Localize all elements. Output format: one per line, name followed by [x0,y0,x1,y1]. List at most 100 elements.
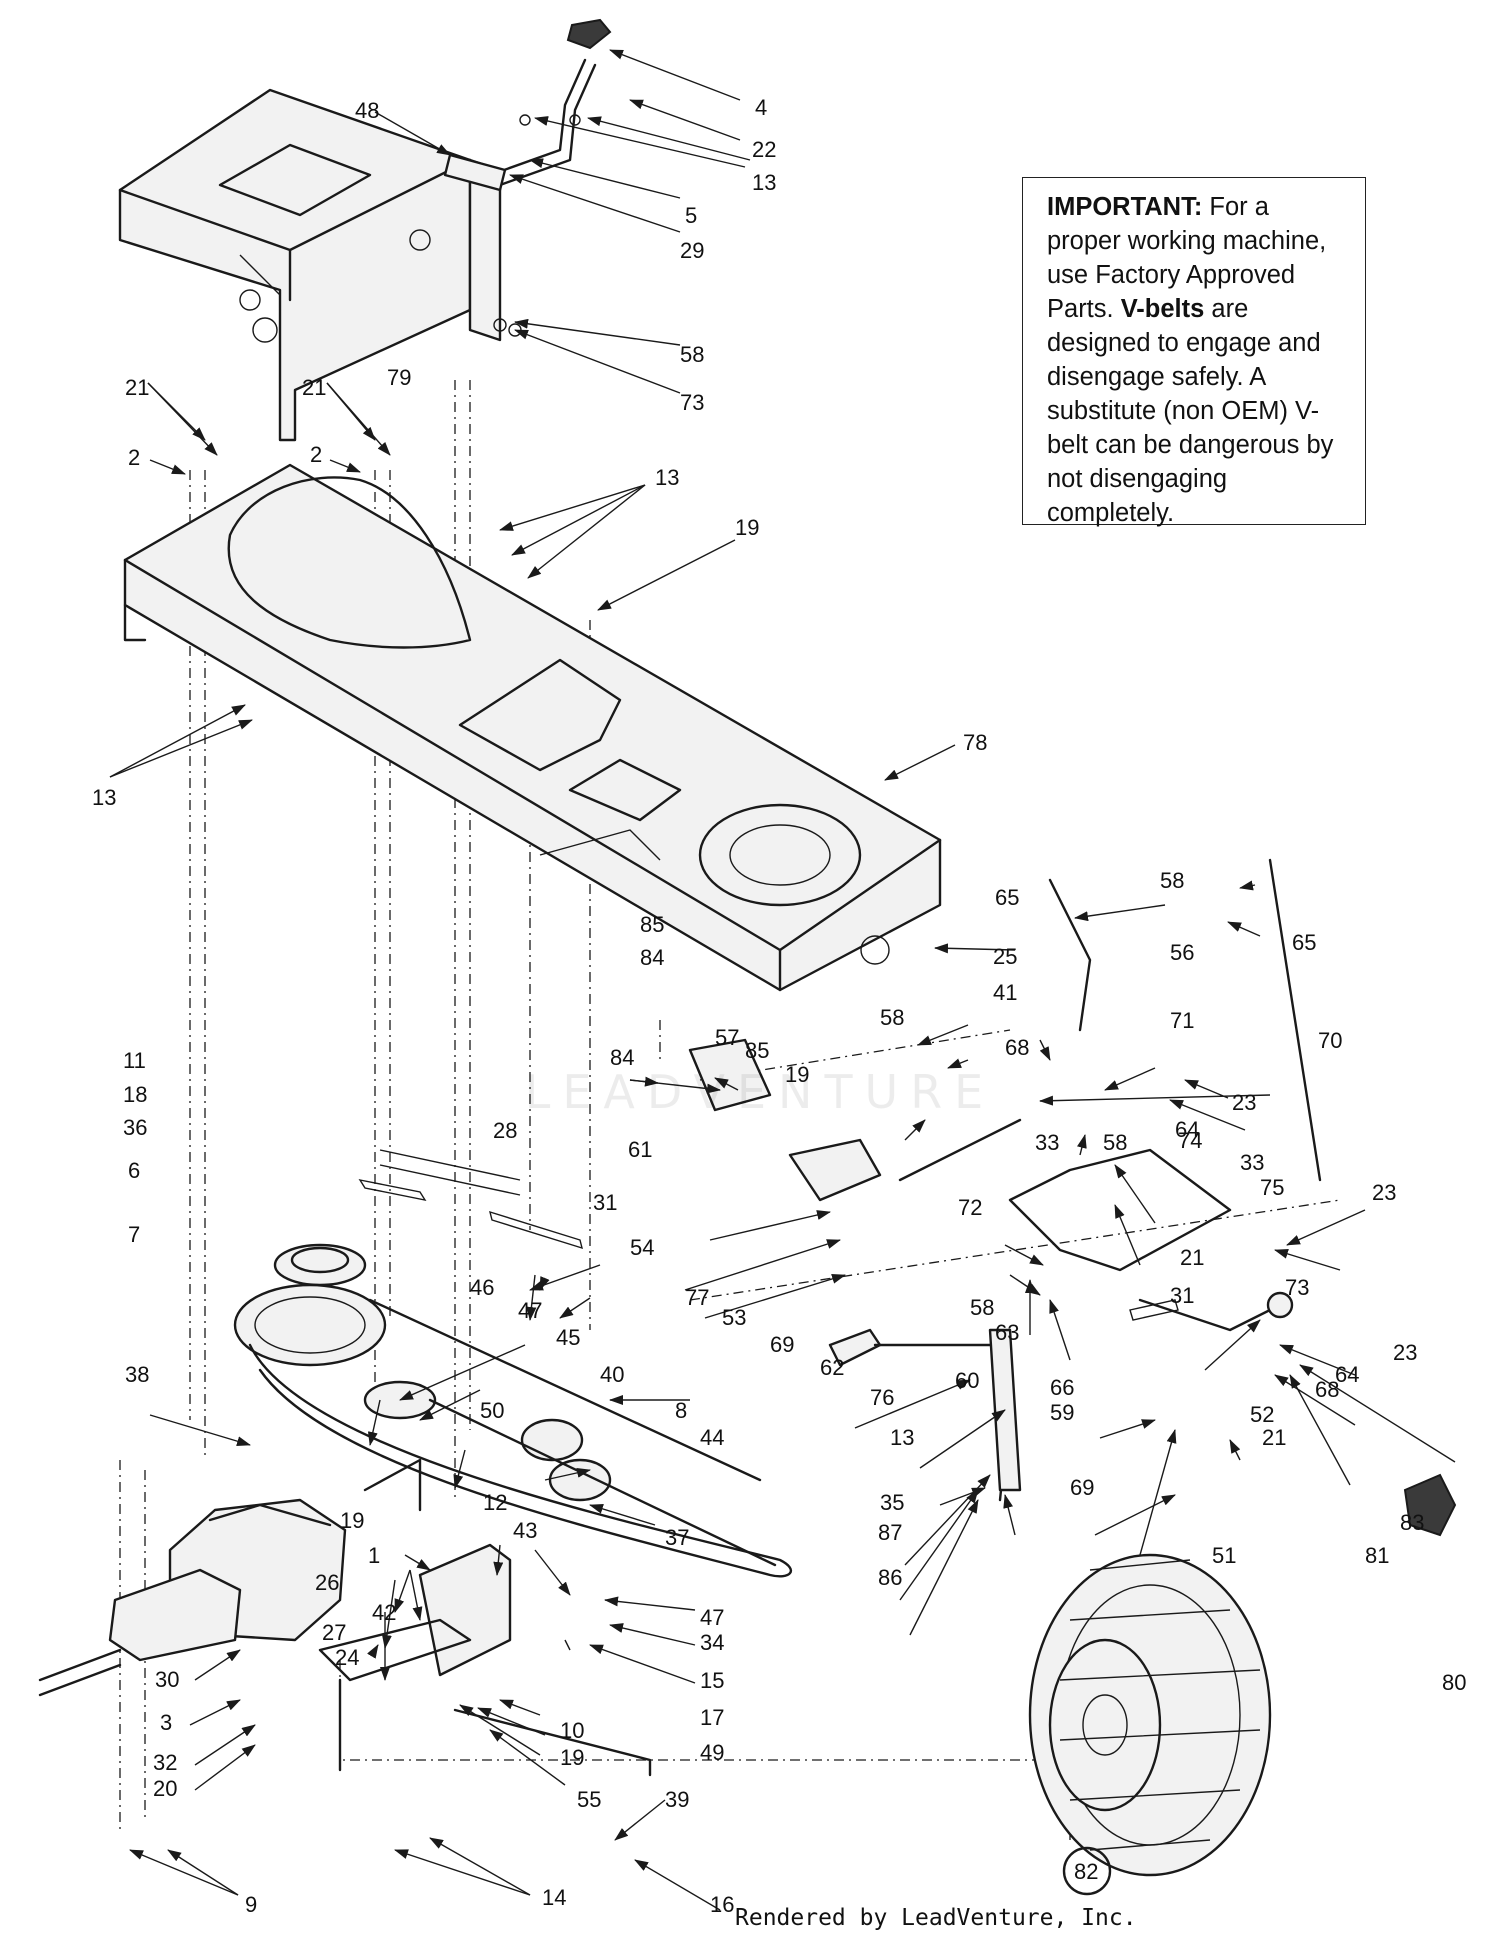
callout-33b: 33 [1240,1150,1264,1175]
callout-36: 36 [123,1115,147,1140]
callout-24: 24 [335,1645,359,1670]
callout-18: 18 [123,1082,147,1107]
callout-71: 71 [1170,1008,1194,1033]
callout-25: 25 [993,944,1017,969]
callout-85b: 85 [745,1038,769,1063]
callout-23c: 23 [1393,1340,1417,1365]
callout-78: 78 [963,730,987,755]
callout-57: 57 [715,1025,739,1050]
callout-19d: 19 [560,1745,584,1770]
callout-28: 28 [493,1118,517,1143]
callout-61: 61 [628,1137,652,1162]
callout-6: 6 [128,1158,140,1183]
callout-14: 14 [542,1885,566,1910]
transaxle [38,1498,347,1697]
credit-text: Rendered by LeadVenture, Inc. [735,1905,1137,1931]
callout-70: 70 [1318,1028,1342,1053]
callout-73b: 73 [1285,1275,1309,1300]
callout-64a: 64 [1175,1117,1199,1142]
callout-51: 51 [1212,1543,1236,1568]
callout-80: 80 [1442,1670,1466,1695]
callout-2a: 2 [128,445,140,470]
notice-vbelts-label: V-belts [1120,295,1205,323]
callout-13d: 13 [890,1425,914,1450]
callout-56: 56 [1170,940,1194,965]
callout-9: 9 [245,1892,257,1917]
leader-lines [109,49,1456,1911]
callout-19c: 19 [340,1508,364,1533]
callout-21d: 21 [1262,1425,1286,1450]
callout-15: 15 [700,1668,724,1693]
callout-26: 26 [315,1570,339,1595]
callout-53: 53 [722,1305,746,1330]
notice-important-label: IMPORTANT: [1047,193,1203,221]
callout-4: 4 [755,95,767,120]
callout-58: 58 [680,342,704,367]
springs [358,1178,1179,1321]
callout-82: 82 [1074,1859,1098,1884]
callout-labels: 4 22 13 48 5 29 58 73 79 21 21 2 2 13 19… [92,95,1466,1917]
callout-21b: 21 [302,375,326,400]
callout-13: 13 [752,170,776,195]
callout-44: 44 [700,1425,724,1450]
callout-41: 41 [993,980,1017,1005]
callout-68a: 68 [1005,1035,1029,1060]
callout-83: 83 [1400,1510,1424,1535]
callout-76: 76 [870,1385,894,1410]
callout-19: 19 [735,515,759,540]
shift-lever [443,18,612,337]
callout-19b: 19 [785,1062,809,1087]
callout-45: 45 [556,1325,580,1350]
callout-64b: 64 [1335,1362,1359,1387]
callout-42: 42 [372,1600,396,1625]
callout-58d: 58 [1103,1130,1127,1155]
callout-30: 30 [155,1667,179,1692]
callout-47a: 47 [518,1298,542,1323]
callout-86: 86 [878,1565,902,1590]
callout-7: 7 [128,1222,140,1247]
callout-63: 63 [995,1320,1019,1345]
callout-74: 74 [1178,1128,1202,1153]
callout-23a: 23 [1232,1090,1256,1115]
callout-79: 79 [387,365,411,390]
callout-33a: 33 [1035,1130,1059,1155]
frame [123,463,942,992]
callout-69a: 69 [770,1332,794,1357]
callout-81: 81 [1365,1543,1389,1568]
callout-62: 62 [820,1355,844,1380]
callout-17: 17 [700,1705,724,1730]
callout-68b: 68 [1315,1377,1339,1402]
callout-8: 8 [675,1398,687,1423]
callout-22: 22 [752,137,776,162]
callout-31: 31 [593,1190,617,1215]
callout-54: 54 [630,1235,654,1260]
callout-50: 50 [480,1398,504,1423]
callout-31b: 31 [1170,1283,1194,1308]
callout-29: 29 [680,238,704,263]
callout-58b: 58 [1160,868,1184,893]
callout-13b: 13 [655,465,679,490]
callout-60: 60 [955,1368,979,1393]
callout-40: 40 [600,1362,624,1387]
callout-37: 37 [665,1525,689,1550]
callout-12: 12 [483,1490,507,1515]
lower-brackets [318,1458,652,1777]
callout-11: 11 [123,1048,146,1073]
callout-39: 39 [665,1787,689,1812]
notice-text-2: are designed to engage and disengage saf… [1047,295,1334,527]
callout-65b: 65 [1292,930,1316,955]
rear-wheel [1028,1473,1457,1877]
callout-77: 77 [685,1285,709,1310]
callout-20: 20 [153,1776,177,1801]
callout-85a: 85 [640,912,664,937]
callout-82-circle [1062,1846,1112,1896]
callout-87: 87 [878,1520,902,1545]
dash-panel [118,88,502,442]
callout-2b: 2 [310,442,322,467]
callout-59: 59 [1050,1400,1074,1425]
callout-13c: 13 [92,785,116,810]
callout-21c: 21 [1180,1245,1204,1270]
callout-21a: 21 [125,375,149,400]
callout-65a: 65 [995,885,1019,910]
callout-75: 75 [1260,1175,1284,1200]
